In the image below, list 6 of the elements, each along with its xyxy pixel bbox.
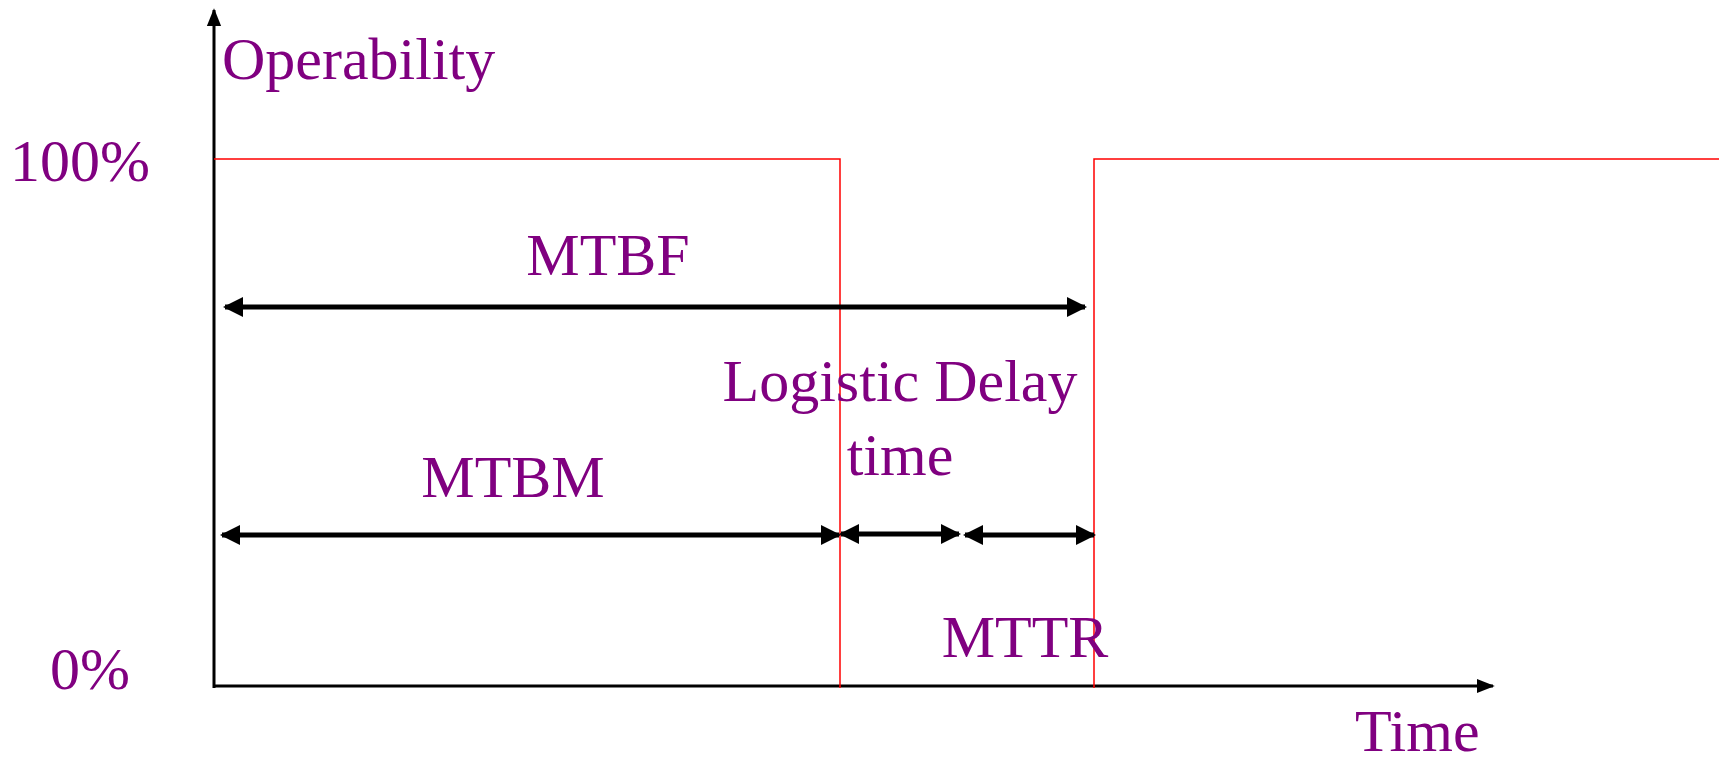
axis-label: 0% bbox=[50, 636, 130, 702]
axis-label: MTBF bbox=[526, 222, 690, 288]
axis-label: 100% bbox=[10, 128, 150, 194]
axis-label: MTBM bbox=[421, 444, 605, 510]
axis-label: Operability bbox=[222, 26, 496, 92]
axis-label: Time bbox=[1355, 698, 1480, 764]
